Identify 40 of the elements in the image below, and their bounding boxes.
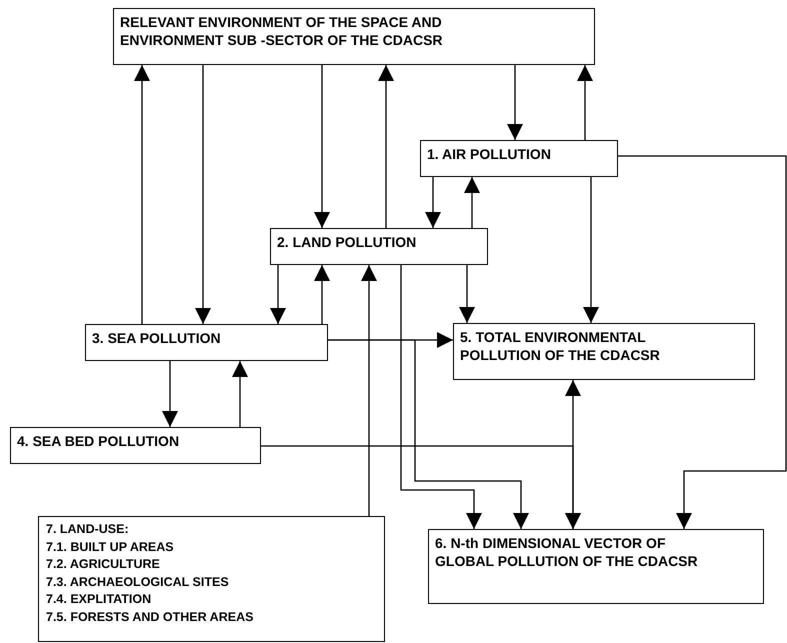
list-heading: 7. LAND-USE: (46, 521, 130, 538)
arrow (261, 445, 581, 529)
list-item: 7.5. FORESTS AND OTHER AREAS (46, 608, 254, 626)
arrow (425, 177, 441, 228)
vector-box (428, 529, 764, 604)
process-box (420, 140, 618, 177)
box-label: 6. N-th DIMENSIONAL VECTOR OF GLOBAL POLLUTION OF THE CDACSR (435, 534, 699, 570)
box-label: 2. LAND POLLUTION (277, 233, 418, 251)
list-item: 7.4. EXPLITATION (46, 591, 152, 608)
arrow (583, 177, 599, 323)
list-item: 7.1. BUILT UP AREAS (46, 538, 175, 556)
arrow (378, 65, 394, 228)
process-box (85, 324, 328, 361)
arrow (507, 65, 523, 140)
arrow (328, 339, 529, 529)
arrow (459, 265, 475, 323)
box-label: 3. SEA POLLUTION (92, 329, 222, 347)
arrow (314, 265, 330, 324)
arrow (314, 65, 330, 228)
process-box (270, 228, 488, 265)
list-item: 7.2. AGRICULTURE (46, 556, 161, 573)
environment-box (113, 8, 595, 65)
arrow (464, 177, 480, 228)
process-box (10, 427, 261, 464)
arrow (195, 65, 211, 324)
arrow (270, 265, 286, 324)
box-label: 1. AIR POLLUTION (427, 145, 552, 163)
arrow (618, 155, 787, 529)
arrow (400, 265, 482, 529)
box-label: 5. TOTAL ENVIRONMENTAL POLLUTION OF THE CDACSR (460, 328, 661, 364)
box-label: 4. SEA BED POLLUTION (17, 432, 180, 450)
box-label: RELEVANT ENVIRONMENT OF THE SPACE AND ENVIRONMENT SUB -SECTOR OF THE CDACSR (120, 13, 444, 49)
total-box (453, 323, 755, 380)
list-item: 7.3. ARCHAEOLOGICAL SITES (46, 574, 230, 590)
arrow (162, 361, 178, 427)
land-use-box (38, 516, 385, 642)
arrow (232, 361, 248, 427)
arrow (361, 265, 377, 516)
arrow (577, 65, 593, 140)
arrow (134, 65, 150, 324)
